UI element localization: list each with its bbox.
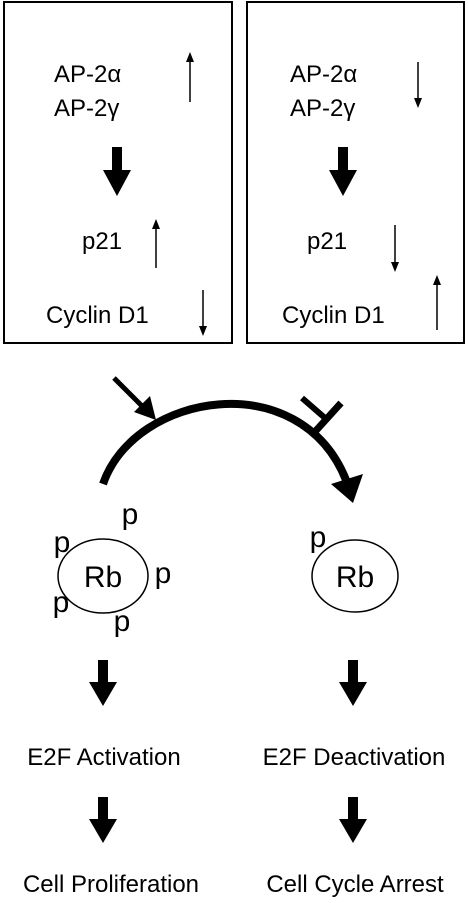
right-ap2-down-arrow	[414, 62, 422, 108]
left-phosphate-2: p	[54, 526, 71, 559]
left-cyclin-d1-label: Cyclin D1	[46, 302, 149, 329]
right-cyclin-up-arrow	[433, 275, 441, 330]
right-rb-ellipse	[311, 539, 399, 613]
left-ap2-gamma-label: AP-2γ	[54, 95, 119, 122]
left-outcome-label: Cell Proliferation	[23, 871, 199, 898]
left-rb-protein: Rb p p p p p	[53, 498, 172, 638]
inhibition-tbar	[300, 395, 344, 438]
left-rb-ellipse	[57, 538, 149, 614]
right-p21-down-arrow	[391, 225, 399, 272]
left-ap2-alpha-label: AP-2α	[54, 61, 121, 88]
right-outcome-label: Cell Cycle Arrest	[266, 871, 444, 898]
right-ap2-gamma-label: AP-2γ	[290, 95, 355, 122]
right-p21-label: p21	[307, 228, 347, 255]
left-box-border	[3, 1, 233, 344]
transition-arc	[99, 399, 363, 503]
left-p21-label: p21	[82, 228, 122, 255]
right-box-thick-down-arrow	[329, 147, 357, 196]
left-ap2-up-arrow	[186, 52, 194, 102]
left-cyclin-down-arrow	[199, 290, 207, 336]
left-e2f-activation-label: E2F Activation	[27, 744, 180, 771]
right-e2f-deactivation-label: E2F Deactivation	[263, 744, 446, 771]
left-e2f-to-outcome-arrow	[89, 797, 117, 843]
right-rb-protein: Rb p	[310, 521, 399, 613]
activation-arrow	[112, 376, 156, 420]
right-rb-to-e2f-arrow	[339, 660, 367, 706]
right-box-border	[246, 1, 465, 344]
left-phosphate-5: p	[114, 605, 131, 638]
left-phosphate-1: p	[122, 498, 139, 531]
right-regulation-box: AP-2α AP-2γ p21 Cyclin D1	[246, 1, 465, 344]
left-box-thick-down-arrow	[103, 147, 131, 196]
left-rb-label: Rb	[84, 561, 122, 594]
left-rb-to-e2f-arrow	[89, 660, 117, 706]
right-e2f-to-outcome-arrow	[339, 797, 367, 843]
right-rb-label: Rb	[336, 561, 374, 594]
left-p21-up-arrow	[152, 219, 160, 268]
right-cyclin-d1-label: Cyclin D1	[282, 302, 385, 329]
left-regulation-box: AP-2α AP-2γ p21 Cyclin D1	[3, 1, 233, 344]
arc-arrowhead	[331, 474, 363, 503]
left-phosphate-4: p	[53, 586, 70, 619]
right-phosphate-1: p	[310, 521, 327, 554]
right-ap2-alpha-label: AP-2α	[290, 61, 357, 88]
left-phosphate-3: p	[155, 557, 172, 590]
